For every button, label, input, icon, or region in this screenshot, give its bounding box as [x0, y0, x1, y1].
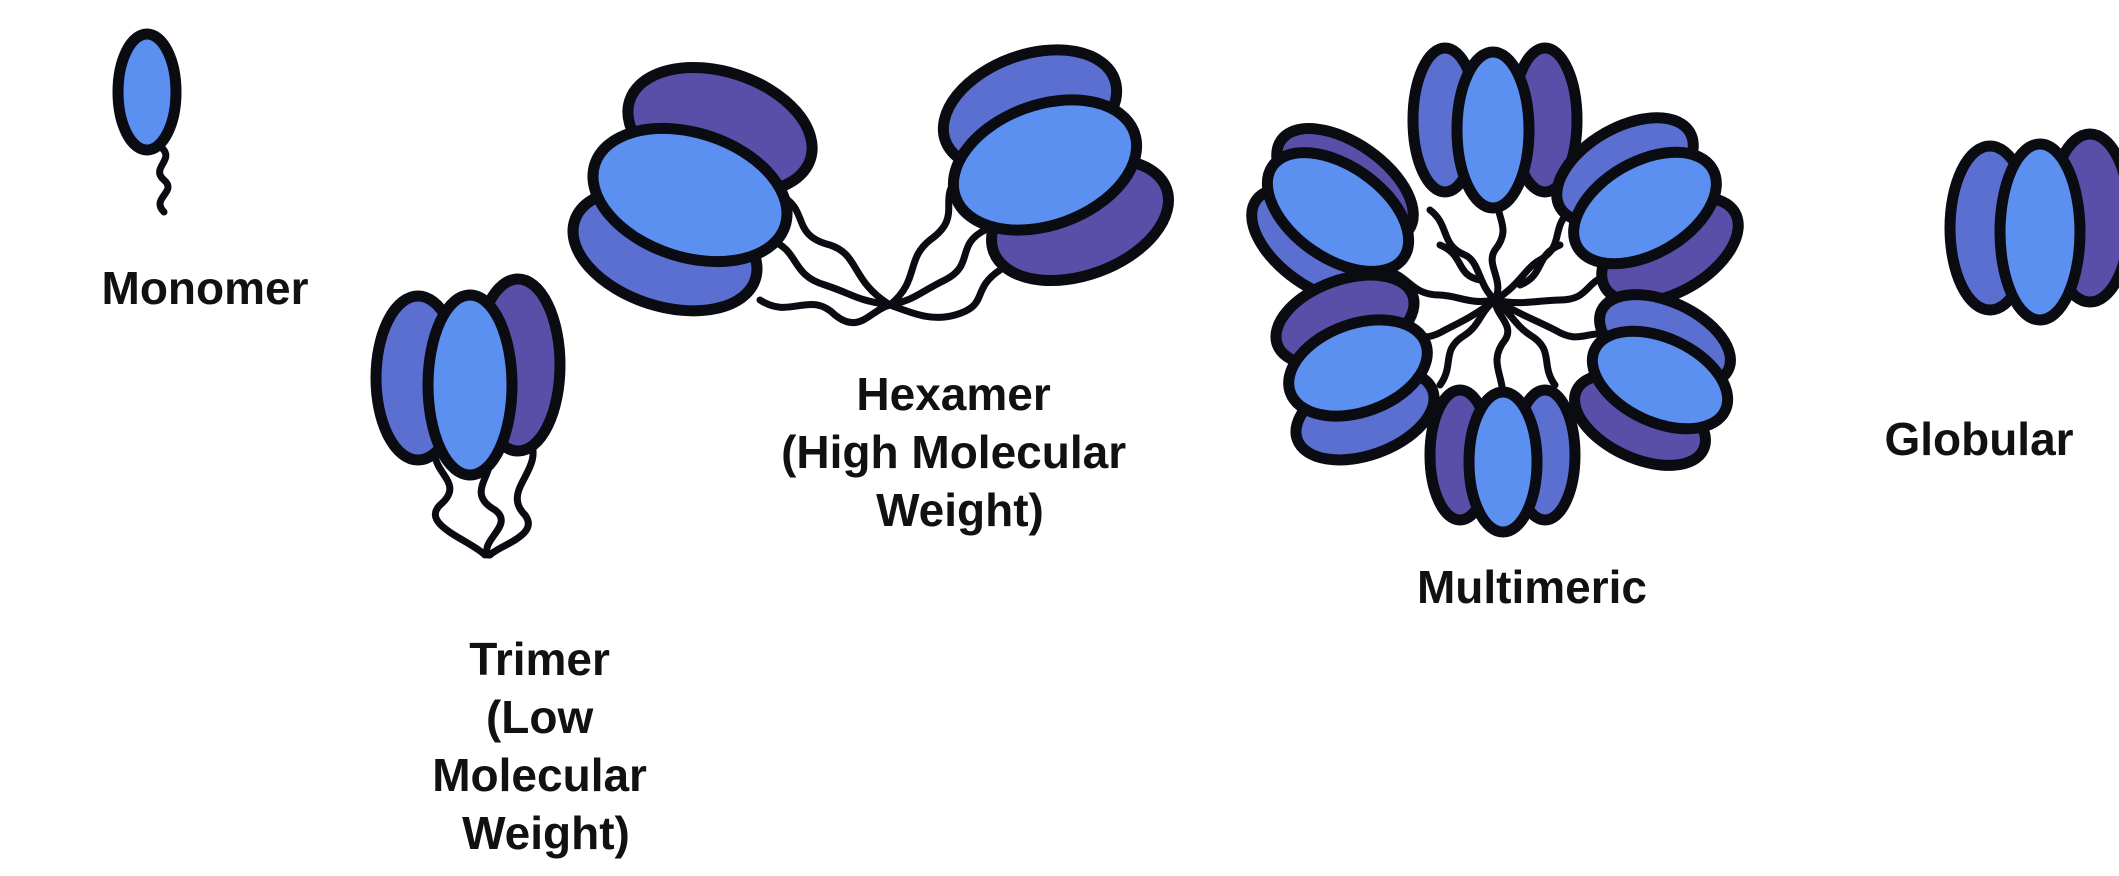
- monomer-globular-head: [118, 34, 176, 150]
- globular-figure: [1950, 134, 2119, 320]
- monomer-figure: [118, 34, 176, 212]
- trimer-figure: [376, 279, 560, 555]
- multimeric-top-head-center: [1457, 52, 1529, 208]
- multimeric-figure: [1232, 48, 1756, 532]
- trimer-label: Trimer (Low Molecular Weight): [432, 633, 660, 859]
- monomer-label: Monomer: [102, 262, 309, 314]
- trimer-head-center: [428, 295, 512, 475]
- hexamer-figure: [557, 28, 1185, 333]
- hexamer-label: Hexamer (High Molecular Weight): [781, 368, 1139, 536]
- globular-label: Globular: [1884, 413, 2073, 465]
- monomer-collagen-tail: [160, 148, 168, 212]
- multimeric-bottom-head-center: [1469, 392, 1537, 532]
- multimeric-label: Multimeric: [1417, 561, 1647, 613]
- globular-head-center: [2000, 144, 2080, 320]
